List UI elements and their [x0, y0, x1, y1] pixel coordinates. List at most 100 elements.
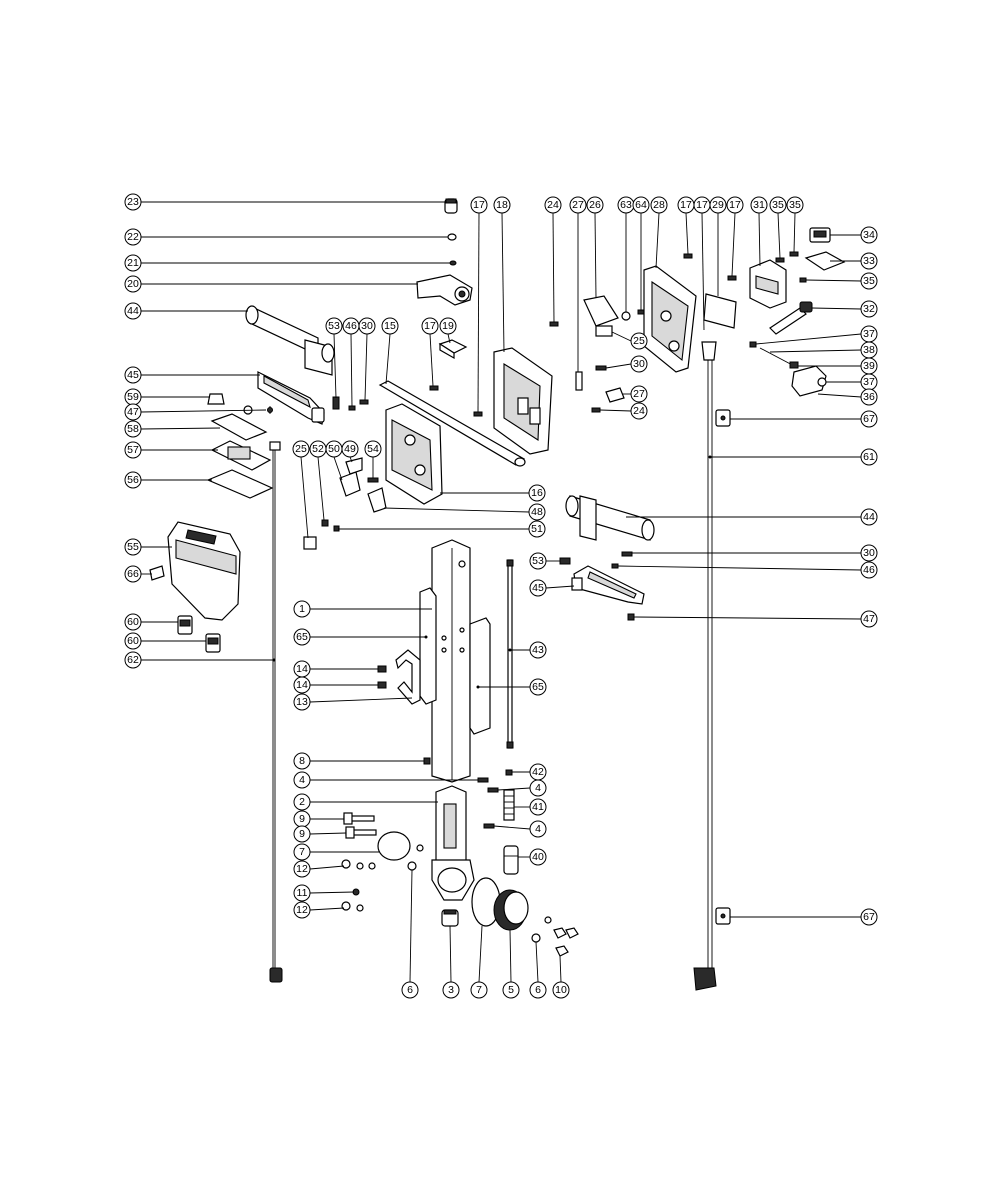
- callout-65-right: 65: [476, 678, 547, 696]
- callout-label: 12: [296, 904, 308, 916]
- part-12-nut-d: [341, 901, 351, 911]
- part-67-ferrule-a: [715, 409, 731, 427]
- callout-17-b: 17: [677, 196, 695, 255]
- callout-35-c: 35: [805, 272, 878, 290]
- part-44-handle-upper: [245, 305, 335, 376]
- callout-label: 61: [863, 451, 875, 463]
- part-12-nut-e: [356, 904, 364, 912]
- callout-19: 19: [439, 317, 457, 344]
- callout-label: 7: [299, 846, 305, 858]
- callout-label: 29: [712, 199, 724, 211]
- callout-20: 20: [124, 275, 418, 293]
- callout-3: 3: [442, 925, 460, 999]
- callout-63: 63: [617, 196, 635, 312]
- part-16-body: [385, 403, 443, 505]
- part-10-nut-c: [555, 945, 569, 957]
- part-6-washer-d: [544, 916, 552, 924]
- callout-label: 36: [863, 391, 875, 403]
- callout-label: 8: [299, 755, 305, 767]
- callout-label: 30: [633, 358, 645, 370]
- callout-27-right: 27: [622, 385, 648, 403]
- part-9-bolt-b: [345, 826, 377, 839]
- callout-label: 62: [127, 654, 139, 666]
- callout-label: 64: [635, 199, 647, 211]
- callout-label: 22: [127, 231, 139, 243]
- callout-layer: 23 22 21 20 44 45 59: [124, 193, 878, 999]
- callout-35-a: 35: [769, 196, 787, 259]
- callout-17-a: 17: [470, 196, 488, 413]
- callout-label: 51: [531, 523, 543, 535]
- part-17-screw-d: [727, 275, 737, 281]
- part-39-cap: [789, 361, 799, 369]
- callout-43: 43: [508, 641, 547, 659]
- callout-47-lower: 47: [633, 610, 878, 628]
- callout-label: 35: [863, 275, 875, 287]
- callout-label: 12: [296, 863, 308, 875]
- callout-24-top: 24: [544, 196, 562, 323]
- part-7-oring-a: [377, 831, 411, 861]
- callout-label: 44: [863, 511, 875, 523]
- callout-label: 25: [633, 335, 645, 347]
- callout-40: 40: [518, 848, 547, 866]
- callout-12-a: 12: [293, 860, 345, 878]
- callout-22: 22: [124, 228, 448, 246]
- callout-21: 21: [124, 254, 450, 272]
- part-4-screw-b: [487, 787, 499, 793]
- part-6-washer-b: [416, 844, 424, 852]
- part-6-washer-c: [531, 933, 541, 943]
- part-3-plug: [441, 909, 459, 927]
- part-54-screw: [367, 477, 379, 483]
- part-1-column: [431, 539, 471, 783]
- callout-28: 28: [650, 196, 668, 269]
- part-4-screw-c: [483, 823, 495, 829]
- callout-36: 36: [817, 388, 878, 406]
- callout-label: 11: [297, 887, 308, 899]
- part-37-pin-b: [817, 377, 827, 387]
- part-4-screw-a: [477, 777, 489, 783]
- callout-67-bottom: 67: [730, 908, 878, 926]
- callout-4-a: 4: [293, 771, 478, 789]
- callout-4-c: 4: [493, 820, 547, 838]
- callout-label: 47: [127, 406, 139, 418]
- callout-label: 2: [299, 796, 305, 808]
- callout-label: 27: [633, 388, 645, 400]
- callout-label: 45: [127, 369, 139, 381]
- callout-5: 5: [502, 929, 520, 999]
- part-10-nut-a: [553, 927, 567, 939]
- callout-41: 41: [514, 798, 547, 816]
- callout-10: 10: [552, 955, 570, 999]
- callout-37-a: 37: [755, 325, 878, 345]
- part-25-block: [595, 325, 613, 337]
- callout-label: 25: [295, 443, 307, 455]
- part-46-screw: [348, 405, 356, 411]
- callout-label: 67: [863, 911, 875, 923]
- part-66-clip: [149, 565, 165, 581]
- part-9-bolt-a: [343, 812, 375, 825]
- callout-27-top: 27: [569, 196, 587, 372]
- callout-label: 45: [532, 582, 544, 594]
- part-61-cable: [693, 341, 717, 991]
- callout-label: 4: [535, 782, 541, 794]
- part-23-cap: [444, 198, 458, 214]
- callout-9-b: 9: [293, 825, 347, 843]
- part-35-screw-c: [799, 277, 807, 283]
- part-47-screw-b: [627, 613, 635, 621]
- callout-30-lower: 30: [632, 544, 878, 562]
- part-62-cable: [269, 441, 283, 983]
- callout-label: 30: [863, 547, 875, 559]
- callout-label: 37: [863, 376, 875, 388]
- callout-label: 41: [532, 801, 544, 813]
- callout-25-right: 25: [611, 331, 648, 350]
- callout-label: 35: [789, 199, 801, 211]
- callout-label: 53: [532, 555, 544, 567]
- callout-label: 53: [328, 320, 340, 332]
- callout-44: 44: [124, 302, 248, 320]
- callout-56: 56: [124, 471, 212, 489]
- callout-61: 61: [708, 448, 878, 466]
- callout-8: 8: [293, 752, 424, 770]
- callout-label: 35: [772, 199, 784, 211]
- part-46-screw-b: [611, 563, 619, 569]
- callout-11: 11: [293, 884, 355, 902]
- part-30-screw-b: [595, 365, 607, 371]
- part-30-screw-c: [621, 551, 633, 557]
